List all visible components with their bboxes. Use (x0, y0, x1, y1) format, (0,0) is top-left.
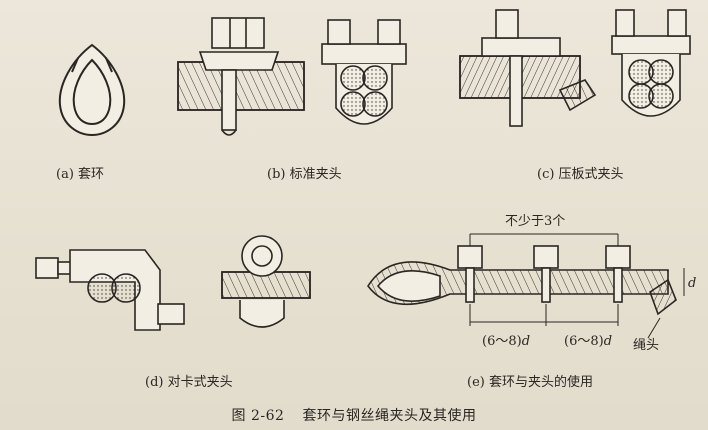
rope-end-label: 绳头 (633, 338, 660, 353)
caption-plate-clamp: (c) 压板式夹头 (537, 167, 624, 182)
figure-number: 图 2-62 (231, 408, 285, 424)
caption-usage: (e) 套环与夹头的使用 (467, 375, 593, 390)
spacing-range-2: (6～8) (564, 334, 604, 349)
plate-clamp-drawing (459, 9, 691, 127)
spacing-range-1: (6～8) (482, 334, 522, 349)
spacing-unit-2: d (603, 334, 613, 349)
caption-standard-clamp: (b) 标准夹头 (267, 167, 342, 182)
clamp-usage-drawing (367, 233, 685, 339)
min-count-label: 不少于3个 (505, 214, 566, 229)
caption-thimble: (a) 套环 (56, 167, 105, 182)
figure-caption: 图 2-62 套环与钢丝绳夹头及其使用 (0, 405, 708, 425)
standard-clamp-drawing (177, 17, 407, 136)
diameter-label: d (688, 276, 697, 291)
figure-title: 套环与钢丝绳夹头及其使用 (302, 408, 477, 424)
opposing-clamp-drawing (35, 235, 311, 331)
spacing-unit-1: d (521, 334, 531, 349)
thimble-drawing (58, 43, 126, 137)
caption-opposing-clamp: (d) 对卡式夹头 (145, 375, 233, 390)
spacing-label-1: (6～8)d (482, 330, 530, 349)
spacing-label-2: (6～8)d (564, 330, 612, 349)
